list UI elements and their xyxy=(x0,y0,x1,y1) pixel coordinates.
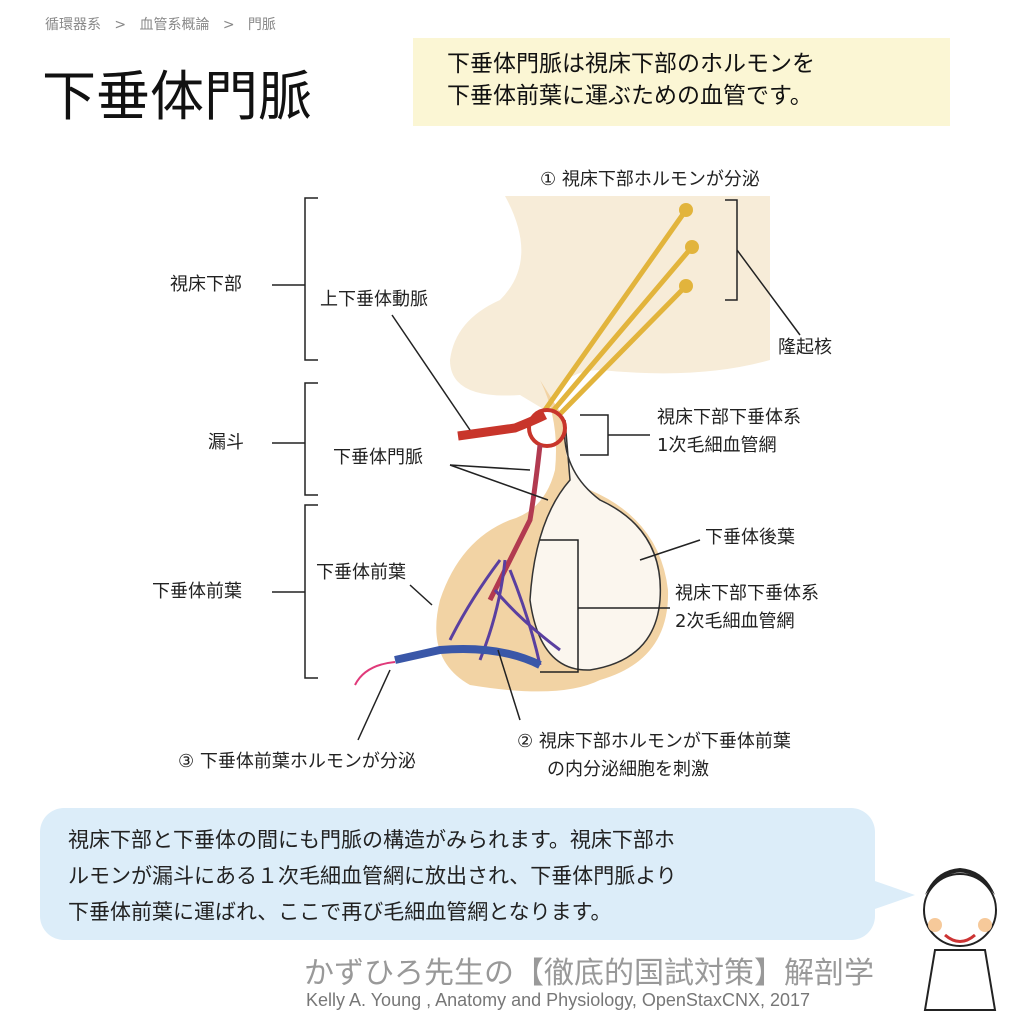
label-line: 視床下部下垂体系 xyxy=(675,583,819,604)
label-hypothalamus: 視床下部 xyxy=(170,274,242,295)
breadcrumb: 循環器系 > 血管系概論 > 門脈 xyxy=(45,14,276,34)
label-line: 視床下部下垂体系 xyxy=(657,407,801,428)
page-title: 下垂体門脈 xyxy=(42,65,312,128)
brand-text: かずひろ先生の【徹底的国試対策】解剖学 xyxy=(304,956,874,991)
bubble-line: 視床下部と下垂体の間にも門脈の構造がみられます。視床下部ホ xyxy=(68,828,675,852)
label-line: 1次毛細血管網 xyxy=(657,435,777,456)
neuron-body xyxy=(679,279,693,293)
label-step1: ① 視床下部ホルモンが分泌 xyxy=(540,169,760,190)
bubble-line: ルモンが漏斗にある１次毛細血管網に放出され、下垂体門脈より xyxy=(68,864,677,888)
hypophyseal-vein xyxy=(394,645,542,669)
breadcrumb-separator: > xyxy=(222,17,235,33)
label-primary-plexus: 視床下部下垂体系 1次毛細血管網 xyxy=(657,404,801,460)
label-infundibulum: 漏斗 xyxy=(208,432,244,453)
label-step2: ② 視床下部ホルモンが下垂体前葉の内分泌細胞を刺激 xyxy=(517,728,791,784)
breadcrumb-separator: > xyxy=(114,17,127,33)
summary-line: 下垂体前葉に運ぶための血管です。 xyxy=(447,83,813,109)
posterior-pituitary xyxy=(529,419,662,671)
primary-plexus xyxy=(527,408,567,448)
label-line: 2次毛細血管網 xyxy=(675,611,795,632)
breadcrumb-item[interactable]: 門脈 xyxy=(247,17,276,33)
label-line: ② 視床下部ホルモンが下垂体前葉 xyxy=(517,731,791,752)
neuron-body xyxy=(685,240,699,254)
bubble-line: 下垂体前葉に運ばれ、ここで再び毛細血管網となります。 xyxy=(68,900,612,924)
label-tuberal-nucleus: 隆起核 xyxy=(778,337,832,358)
hormone-release-arrow xyxy=(354,661,396,686)
hypothalamus-tissue xyxy=(450,196,770,410)
breadcrumb-item[interactable]: 循環器系 xyxy=(45,17,101,33)
citation: Kelly A. Young , Anatomy and Physiology,… xyxy=(306,990,810,1010)
summary-box: 下垂体門脈は視床下部のホルモンを 下垂体前葉に運ぶための血管です。 xyxy=(413,38,950,126)
summary-line: 下垂体門脈は視床下部のホルモンを xyxy=(447,51,815,77)
breadcrumb-item[interactable]: 血管系概論 xyxy=(139,17,210,33)
label-anterior-pituitary: 下垂体前葉 xyxy=(152,581,242,602)
speech-bubble: 視床下部と下垂体の間にも門脈の構造がみられます。視床下部ホ ルモンが漏斗にある１… xyxy=(40,808,875,940)
label-line: の内分泌細胞を刺激 xyxy=(547,759,709,780)
neuron-axons xyxy=(542,208,694,416)
label-step3: ③ 下垂体前葉ホルモンが分泌 xyxy=(178,751,416,772)
label-anterior-pituitary-inner: 下垂体前葉 xyxy=(316,562,406,583)
label-portal-vein: 下垂体門脈 xyxy=(333,447,423,468)
label-secondary-plexus: 視床下部下垂体系 2次毛細血管網 xyxy=(675,580,819,636)
bracket-lines xyxy=(272,197,801,741)
label-superior-hypophyseal-artery: 上下垂体動脈 xyxy=(320,289,428,310)
neuron-body xyxy=(679,203,693,217)
label-posterior-pituitary: 下垂体後葉 xyxy=(705,527,795,548)
